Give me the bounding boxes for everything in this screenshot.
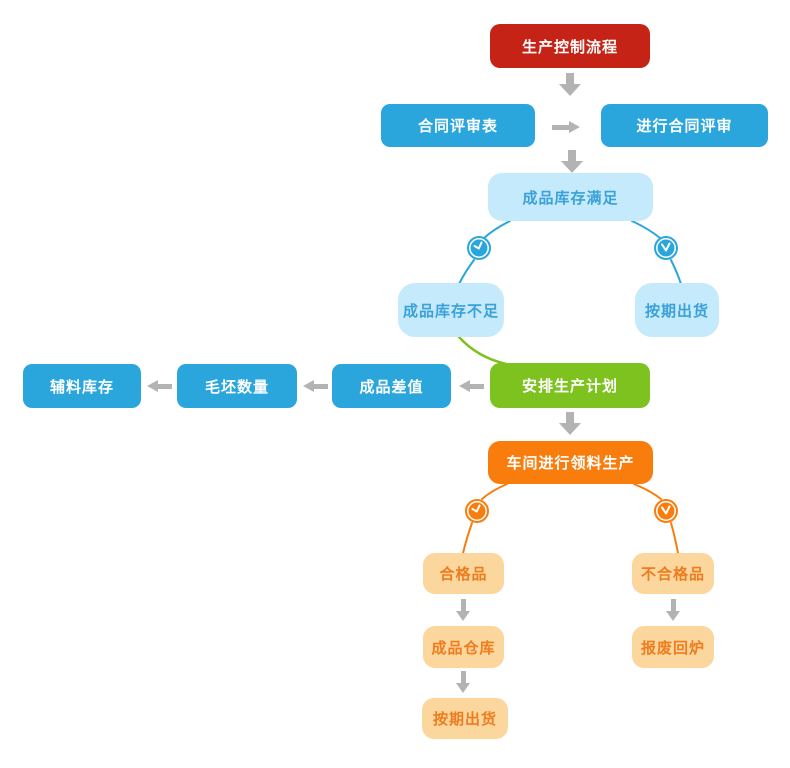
arrow-down-icon — [561, 150, 583, 173]
node-conduct-contract-review: 进行合同评审 — [601, 104, 768, 147]
node-ship-on-schedule-upper: 按期出货 — [635, 283, 719, 337]
arrow-left-icon — [459, 380, 484, 392]
clock-icon — [653, 235, 679, 261]
arrow-down-icon — [666, 599, 680, 621]
node-contract-review-form: 合同评审表 — [381, 104, 535, 147]
node-workshop-production: 车间进行领料生产 — [488, 441, 653, 484]
connector-orange-left-lower — [462, 522, 473, 554]
connector-orange-left-upper — [481, 483, 508, 500]
arrow-down-icon — [559, 73, 581, 96]
node-finished-warehouse: 成品仓库 — [423, 626, 504, 668]
connector-blue-right-lower — [670, 259, 682, 285]
clock-icon — [466, 235, 492, 261]
node-production-control-process: 生产控制流程 — [490, 24, 650, 68]
connector-green — [457, 335, 508, 366]
node-qualified-products: 合格品 — [423, 553, 504, 594]
arrow-down-icon — [559, 412, 581, 435]
node-product-difference: 成品差值 — [332, 364, 451, 408]
clock-icon — [464, 498, 490, 524]
arrow-right-icon — [552, 121, 580, 133]
clock-icon — [653, 498, 679, 524]
node-unqualified-products: 不合格品 — [632, 553, 714, 594]
arrow-left-icon — [147, 380, 172, 392]
arrow-down-icon — [456, 599, 470, 621]
node-stock-insufficient: 成品库存不足 — [398, 283, 504, 337]
node-production-plan: 安排生产计划 — [490, 363, 650, 408]
arrow-down-icon — [456, 671, 470, 693]
node-blank-quantity: 毛坯数量 — [177, 364, 297, 408]
connector-orange-right-lower — [670, 522, 679, 554]
node-aux-material-stock: 辅料库存 — [23, 364, 141, 408]
connector-blue-left-lower — [458, 259, 475, 285]
connector-orange-right-upper — [633, 483, 662, 500]
node-stock-sufficient: 成品库存满足 — [488, 173, 653, 221]
node-scrap-remelt: 报废回炉 — [632, 626, 714, 668]
arrow-left-icon — [303, 380, 328, 392]
node-ship-on-schedule-lower: 按期出货 — [422, 698, 508, 739]
